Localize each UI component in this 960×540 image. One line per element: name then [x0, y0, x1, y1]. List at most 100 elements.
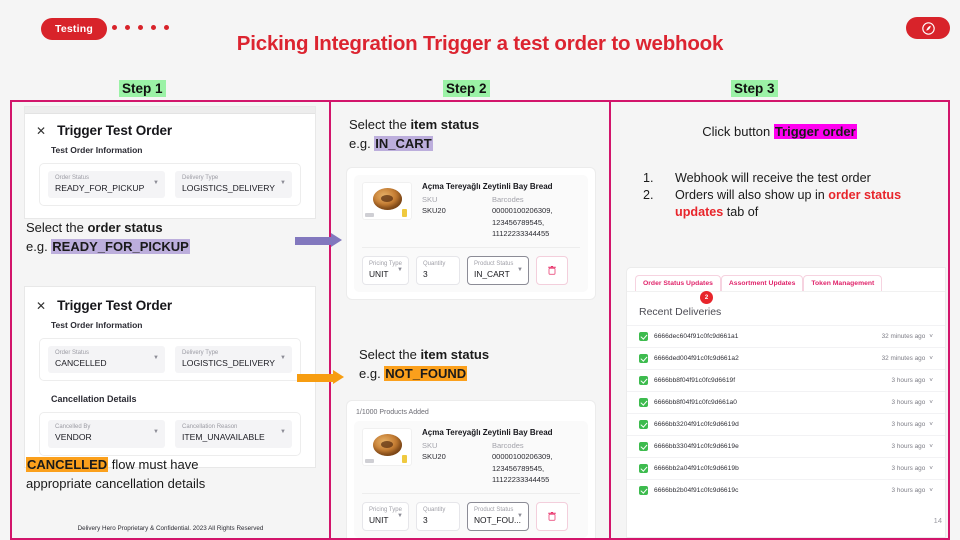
tab-order-status-updates[interactable]: Order Status Updates: [635, 275, 721, 291]
pricing-type-select[interactable]: Pricing Type UNIT ▼: [362, 256, 409, 285]
bread-product-image: [362, 428, 412, 466]
chevron-down-icon[interactable]: ˅: [929, 333, 933, 340]
section-title: Test Order Information: [51, 145, 143, 155]
close-icon[interactable]: ✕: [36, 298, 47, 313]
field-value: IN_CART: [474, 268, 510, 279]
product-status-select[interactable]: Product Status IN_CART ▼: [467, 256, 529, 285]
tab-assortment-updates[interactable]: Assortment Updates: [720, 275, 804, 291]
field-value: ITEM_UNAVAILABLE: [182, 432, 265, 443]
field-label: Cancellation Reason: [182, 424, 238, 431]
sku-label: SKU: [422, 195, 438, 204]
brand-badge: [906, 17, 950, 39]
callout-order-status: Select the order status e.g. READY_FOR_P…: [26, 220, 190, 255]
callout-text: Select the: [359, 347, 421, 362]
success-check-icon: [639, 398, 648, 407]
field-value: NOT_FOU...: [474, 514, 521, 525]
table-row[interactable]: 6666bb8f04f91c0fc9d661a0 3 hours ago˅: [627, 391, 945, 413]
table-row[interactable]: 6666bb2a04f91c0fc9d6619b 3 hours ago˅: [627, 457, 945, 479]
chevron-down-icon[interactable]: ˅: [929, 355, 933, 362]
tab-token-management[interactable]: Token Management: [803, 275, 883, 291]
field-label: Product Status: [474, 507, 514, 513]
table-row[interactable]: 6666bb3204f91c0fc9d6619d 3 hours ago˅: [627, 413, 945, 435]
table-row[interactable]: 6666bb3304f91c0fc9d6619e 3 hours ago˅: [627, 435, 945, 457]
modal-title: Trigger Test Order: [57, 298, 173, 313]
chevron-down-icon[interactable]: ˅: [929, 465, 933, 472]
quantity-input[interactable]: Quantity 3: [416, 256, 460, 285]
callout-text: appropriate cancellation details: [26, 475, 206, 491]
dot: [138, 25, 143, 30]
barcodes-label: Barcodes: [492, 441, 524, 450]
barcode-value: 123456789545,: [492, 463, 545, 473]
progress-dots: [112, 25, 169, 30]
chevron-down-icon[interactable]: ˅: [929, 399, 933, 406]
webhook-tabs: Order Status Updates Assortment Updates …: [627, 268, 945, 291]
callout-item-status-in-cart: Select the item status e.g. IN_CART: [349, 117, 479, 152]
field-label: Pricing Type: [369, 261, 402, 267]
delivery-id: 6666bb2a04f91c0fc9d6619b: [654, 465, 739, 472]
delivery-type-select[interactable]: Delivery Type LOGISTICS_DELIVERY ▼: [175, 171, 292, 199]
table-row[interactable]: 6666dec604f91c0fc9d661a1 32 minutes ago˅: [627, 325, 945, 347]
field-label: Quantity: [423, 507, 446, 513]
table-row[interactable]: 6666bb8f04f91c0fc9d6619f 3 hours ago˅: [627, 369, 945, 391]
list-text: Orders will also show up in: [675, 188, 829, 203]
chevron-down-icon: ▼: [517, 267, 523, 273]
delivery-id: 6666ded004f91c0fc9d661a2: [654, 355, 739, 362]
product-controls: Pricing Type UNIT ▼ Quantity 3 Product S…: [362, 494, 580, 531]
cancelled-by-select[interactable]: Cancelled By VENDOR ▼: [48, 420, 165, 448]
delete-item-button[interactable]: [536, 502, 568, 531]
chevron-down-icon[interactable]: ˅: [929, 487, 933, 494]
table-row[interactable]: 6666bb2b04f91c0fc9d6619c 3 hours ago˅: [627, 479, 945, 501]
delete-item-button[interactable]: [536, 256, 568, 285]
pricing-type-select[interactable]: Pricing Type UNIT ▼: [362, 502, 409, 531]
list-item: 2. Orders will also show up in order sta…: [643, 187, 928, 220]
field-value: UNIT: [369, 268, 389, 279]
callout-highlight: IN_CART: [374, 135, 433, 151]
table-row[interactable]: 6666ded004f91c0fc9d661a2 32 minutes ago˅: [627, 347, 945, 369]
delivery-time: 3 hours ago: [891, 443, 926, 450]
product-status-select[interactable]: Product Status NOT_FOU... ▼: [467, 502, 529, 531]
field-label: Order Status: [55, 175, 90, 181]
cancellation-reason-select[interactable]: Cancellation Reason ITEM_UNAVAILABLE ▼: [175, 420, 292, 448]
success-check-icon: [639, 442, 648, 451]
callout-eg: e.g.: [349, 135, 375, 151]
order-status-select[interactable]: Order Status CANCELLED ▼: [48, 346, 165, 374]
delivery-type-select[interactable]: Delivery Type LOGISTICS_DELIVERY ▼: [175, 346, 292, 374]
chevron-down-icon[interactable]: ˅: [929, 377, 933, 384]
chevron-down-icon[interactable]: ˅: [929, 443, 933, 450]
panel-step-2: Select the item status e.g. IN_CART Açma…: [330, 100, 610, 540]
recent-deliveries-heading: Recent Deliveries: [639, 306, 722, 318]
field-label: Pricing Type: [369, 507, 402, 513]
field-value: 3: [423, 268, 428, 279]
list-number: 1.: [643, 171, 654, 185]
list-text: tab of: [723, 204, 759, 219]
field-label: Delivery Type: [182, 350, 219, 356]
panel-step-3: Click button Trigger order 1. Webhook wi…: [610, 100, 950, 540]
chevron-down-icon: ▼: [153, 180, 159, 186]
callout-bold: item status: [410, 117, 480, 132]
dot: [164, 25, 169, 30]
chevron-down-icon[interactable]: ˅: [929, 421, 933, 428]
order-status-select[interactable]: Order Status READY_FOR_PICKUP ▼: [48, 171, 165, 199]
callout-eg: e.g.: [26, 238, 52, 254]
barcode-value: 00000100206309,: [492, 452, 553, 462]
step-label-2: Step 2: [443, 80, 490, 97]
success-check-icon: [639, 486, 648, 495]
field-value: UNIT: [369, 514, 389, 525]
sku-value: SKU20: [422, 206, 446, 216]
callout-bold: item status: [420, 347, 490, 362]
modal-header: ✕ Trigger Test Order: [25, 287, 315, 315]
delivery-time: 3 hours ago: [891, 421, 926, 428]
quantity-input[interactable]: Quantity 3: [416, 502, 460, 531]
delivery-time: 3 hours ago: [891, 487, 926, 494]
success-check-icon: [639, 332, 648, 341]
list-item: 1. Webhook will receive the test order: [643, 170, 928, 186]
section-title-cancellation: Cancellation Details: [51, 394, 137, 405]
product-name: Açma Tereyağlı Zeytinli Bay Bread: [422, 428, 553, 437]
close-icon[interactable]: ✕: [36, 123, 47, 138]
field-row: Order Status READY_FOR_PICKUP ▼ Delivery…: [39, 163, 301, 207]
callout-eg: e.g.: [359, 365, 385, 381]
callout-item-status-not-found: Select the item status e.g. NOT_FOUND: [359, 347, 489, 382]
list-text: Webhook will receive the test order: [675, 171, 871, 185]
callout-highlight: NOT_FOUND: [384, 365, 468, 381]
